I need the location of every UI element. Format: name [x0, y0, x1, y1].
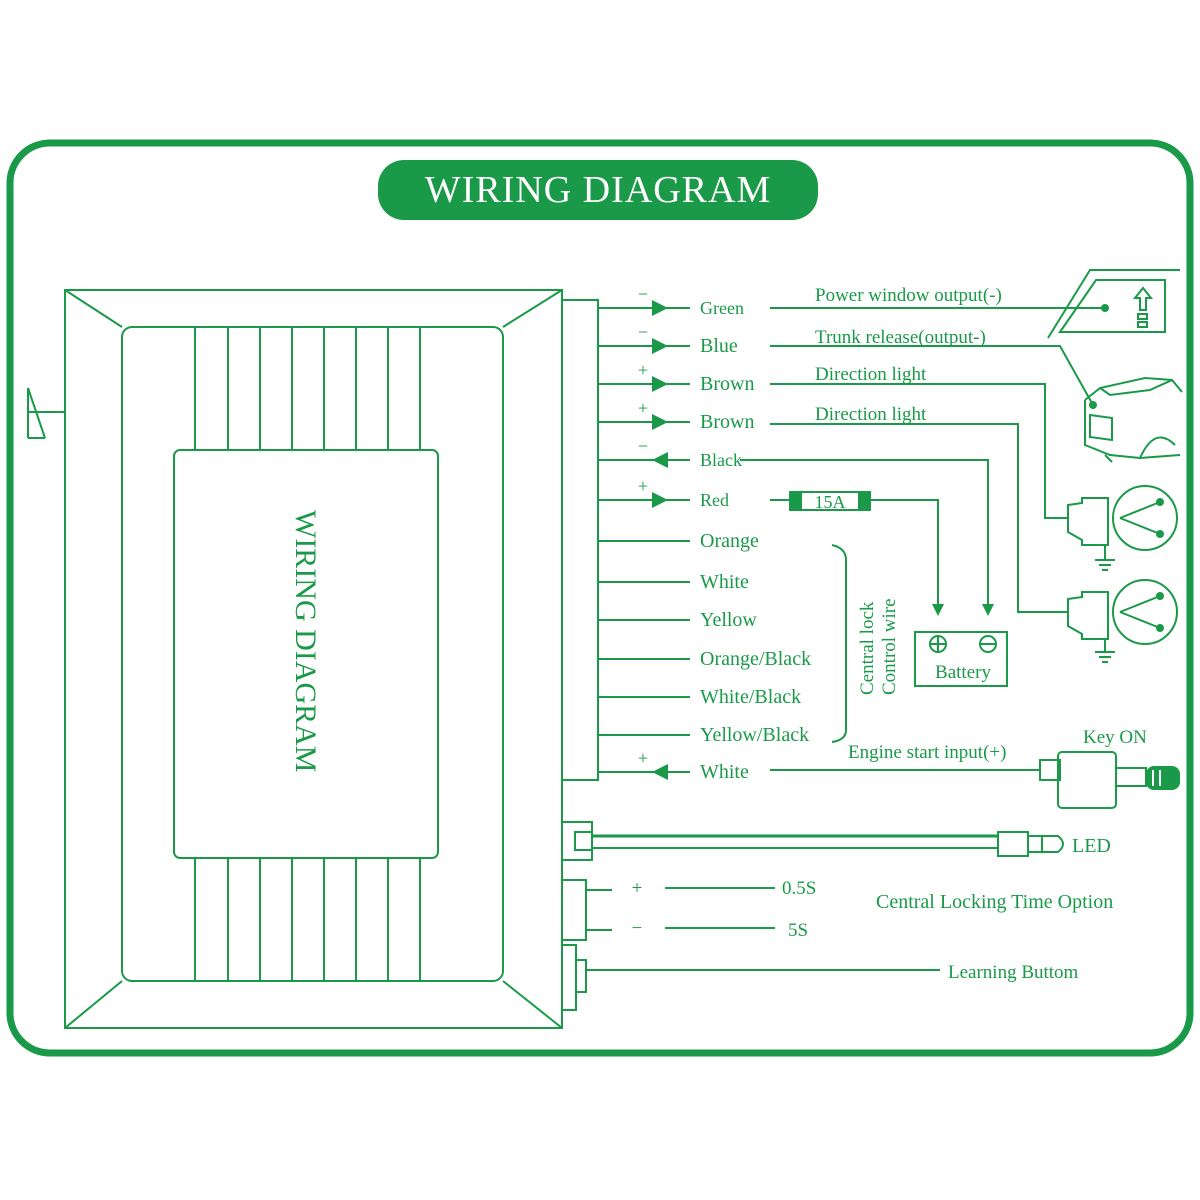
- time-minus-sign: −: [632, 918, 643, 939]
- unit-label: WIRING DIAGRAM: [289, 510, 322, 772]
- wire-color-label: Orange/Black: [700, 648, 811, 670]
- trunk-release-label: Trunk release(output-): [815, 327, 986, 348]
- wire-row: − Blue: [598, 322, 738, 357]
- wire-polarity: +: [638, 748, 648, 768]
- output-arrow-icon: [652, 376, 668, 392]
- wire-polarity: +: [638, 360, 648, 380]
- wire-color-label: White/Black: [700, 686, 801, 708]
- wire-color-label: Brown: [700, 411, 754, 433]
- time-plus-sign: +: [632, 878, 643, 899]
- wire-color-label: Red: [700, 490, 729, 510]
- wire-row: + Brown: [598, 360, 754, 395]
- central-lock-label: Central lock: [857, 601, 878, 695]
- wire-color-label: White: [700, 571, 749, 593]
- time-minus-value: 5S: [788, 920, 808, 941]
- outer-frame: [6, 139, 1194, 1057]
- output-arrow-icon: [652, 300, 668, 316]
- wire-row: Yellow: [598, 609, 757, 631]
- wire-polarity: −: [638, 436, 648, 456]
- antenna-icon: [27, 387, 65, 439]
- ground-icon: [1095, 651, 1115, 663]
- wire-row: − Green: [598, 284, 744, 318]
- time-option-label: Central Locking Time Option: [876, 891, 1113, 913]
- control-unit: WIRING DIAGRAM: [64, 289, 563, 1029]
- wire-polarity: −: [638, 284, 648, 304]
- direction-light-2-label: Direction light: [815, 404, 927, 425]
- wire-color-label: Brown: [700, 373, 754, 395]
- input-arrow-icon: [652, 764, 668, 780]
- battery-icon: [914, 631, 1008, 687]
- wire-color-label: Yellow/Black: [700, 724, 809, 746]
- output-arrow-icon: [652, 338, 668, 354]
- wire-color-label: Orange: [700, 530, 759, 552]
- wire-color-label: Green: [700, 298, 744, 318]
- page-title: WIRING DIAGRAM: [425, 169, 771, 211]
- led-icon: [997, 831, 1064, 857]
- output-arrow-icon: [652, 492, 668, 508]
- wire-color-label: Yellow: [700, 609, 757, 631]
- fuse-label: 15A: [815, 492, 846, 512]
- power-window-label: Power window output(-): [815, 285, 1002, 306]
- led-connector: [561, 821, 998, 861]
- wire-polarity: −: [638, 322, 648, 342]
- wire-row: + Brown: [598, 398, 754, 433]
- direction-light-1-label: Direction light: [815, 364, 927, 385]
- engine-start-label: Engine start input(+): [848, 742, 1006, 763]
- ignition-key-icon: [1039, 751, 1180, 809]
- wire-color-label: White: [700, 761, 749, 783]
- wire-row: White/Black: [598, 686, 801, 708]
- learning-button-connector: [561, 944, 940, 1011]
- wire-row: Orange/Black: [598, 648, 811, 670]
- direction-bulb-icon: [1067, 485, 1178, 560]
- control-wire-label: Control wire: [879, 598, 900, 695]
- input-arrow-icon: [652, 452, 668, 468]
- wire-row: White: [598, 571, 749, 593]
- wire-row: Yellow/Black: [598, 724, 809, 746]
- wire-connector: [561, 299, 599, 781]
- battery-label: Battery: [935, 662, 991, 683]
- wire-list: − Green − Blue + Brown + Brown − Black + RedOrangeW…: [598, 284, 811, 783]
- power-window-icon: [1047, 269, 1180, 339]
- key-on-label: Key ON: [1083, 727, 1147, 748]
- car-trunk-icon: [1084, 376, 1183, 463]
- led-label: LED: [1072, 835, 1111, 857]
- wire-color-label: Black: [700, 450, 742, 470]
- wire-color-label: Blue: [700, 335, 738, 357]
- wire-row: Orange: [598, 530, 759, 552]
- wire-row: + Red: [598, 476, 729, 510]
- direction-bulb-icon: [1067, 579, 1178, 652]
- wire-polarity: +: [638, 398, 648, 418]
- ground-icon: [1095, 559, 1115, 571]
- title-pill: [378, 160, 818, 220]
- time-plus-value: 0.5S: [782, 878, 816, 899]
- time-option-connector: [561, 879, 612, 941]
- wire-polarity: +: [638, 476, 648, 496]
- wire-row: − Black: [598, 436, 742, 470]
- learning-button-label: Learning Buttom: [948, 962, 1079, 983]
- output-arrow-icon: [652, 414, 668, 430]
- wire-row: + White: [598, 748, 749, 783]
